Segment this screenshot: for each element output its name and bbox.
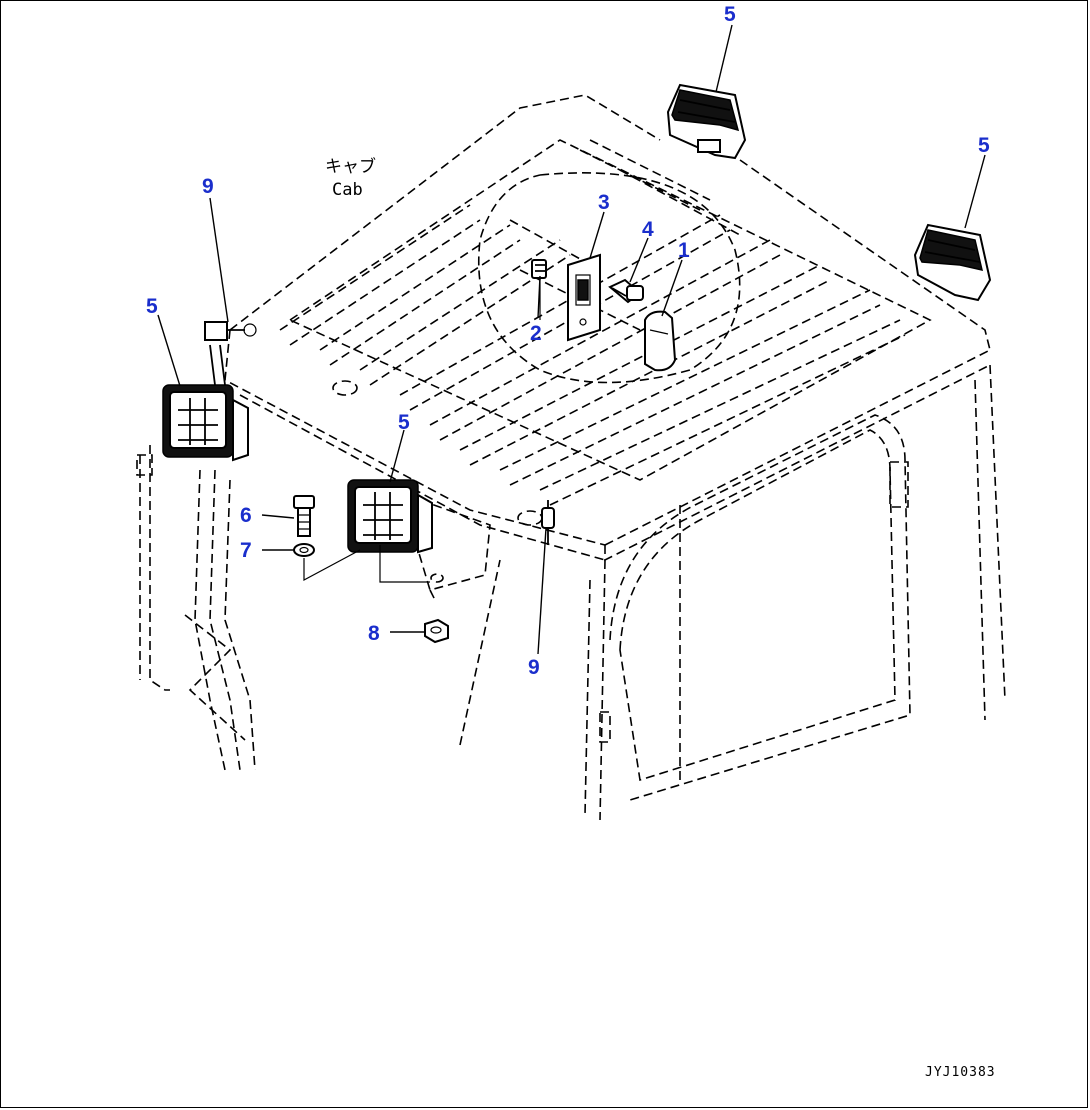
- part-7-washer: [293, 543, 315, 557]
- callout-2: 2: [530, 322, 542, 345]
- work-lamp-front-center: [347, 479, 433, 554]
- callout-5-rear-right: 5: [978, 134, 990, 157]
- callout-7: 7: [240, 539, 252, 562]
- part-4-bolt: [608, 278, 644, 304]
- callout-9-center: 9: [528, 656, 540, 679]
- callout-5-front-left: 5: [146, 295, 158, 318]
- callout-6: 6: [240, 504, 252, 527]
- drawing-code: JYJ10383: [925, 1065, 996, 1080]
- part-3-latch-plate: [567, 253, 601, 342]
- leader-lines: [157, 24, 986, 655]
- part-9-connector-left: [204, 321, 257, 341]
- cab-body-outline: [136, 364, 1006, 821]
- work-lamp-rear-left: [666, 83, 747, 160]
- assembly-lines: [303, 545, 430, 583]
- cab-label-en: Cab: [332, 180, 363, 200]
- callout-5-rear-left: 5: [724, 3, 736, 26]
- part-9-connector-center: [541, 500, 555, 545]
- roof-slots: [279, 139, 906, 526]
- part-2-screw: [531, 259, 547, 320]
- cab-label-jp: キャブ: [325, 156, 376, 177]
- work-lamp-rear-right: [913, 223, 992, 302]
- callout-1: 1: [678, 239, 690, 262]
- part-6-bolt: [293, 495, 315, 537]
- work-lamp-front-left: [162, 344, 249, 462]
- part-8-nut: [424, 618, 449, 644]
- callout-8: 8: [368, 622, 380, 645]
- callout-5-front-center: 5: [398, 411, 410, 434]
- callout-3: 3: [598, 191, 610, 214]
- callout-9-left: 9: [202, 175, 214, 198]
- part-1-cover: [644, 310, 677, 372]
- callout-4: 4: [642, 218, 654, 241]
